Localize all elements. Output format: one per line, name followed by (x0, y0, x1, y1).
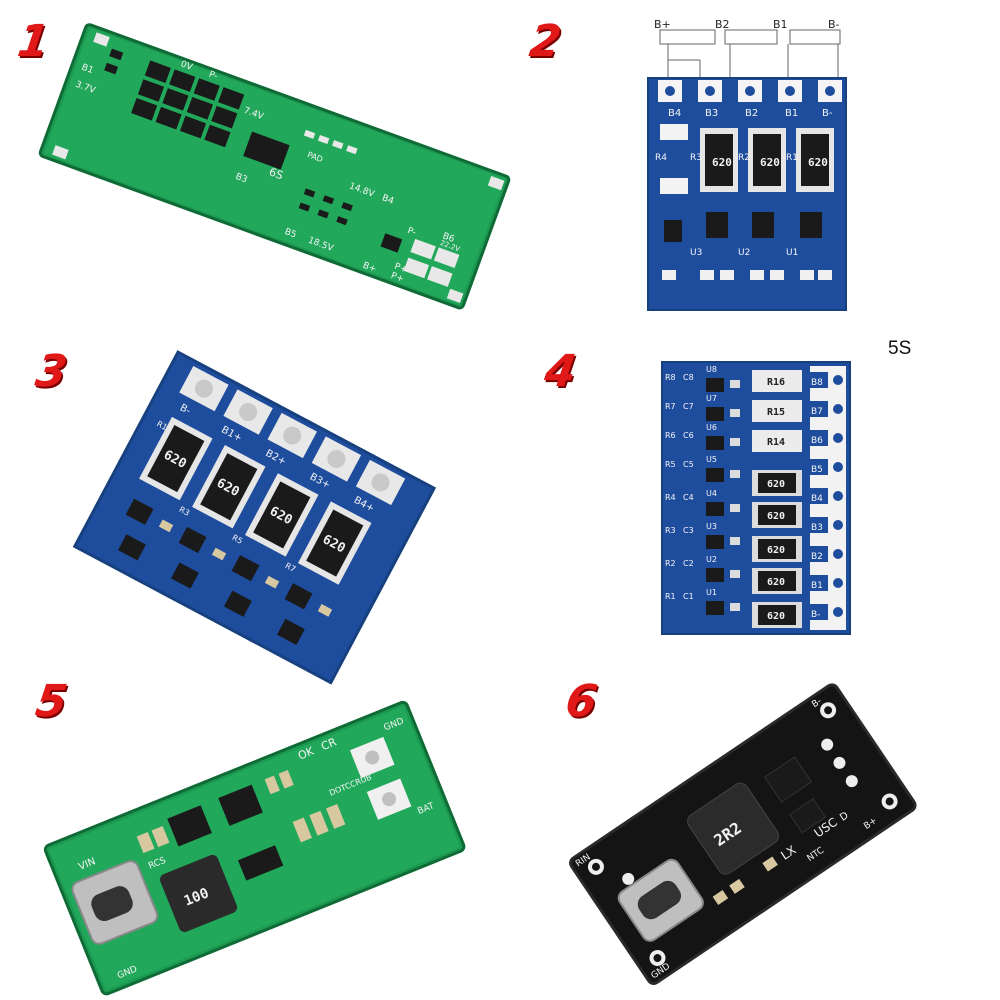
board-4-chip-label: U7 (706, 394, 717, 403)
board-4-cap-label: C1 (683, 592, 694, 601)
board-2-diagram-label: B1 (773, 18, 788, 31)
board-4-pin: B6 (811, 436, 823, 446)
board-4-resistor-code: R14 (767, 437, 785, 448)
board-4-resistor-code: 620 (767, 479, 785, 490)
board-1-text: B1 (80, 63, 95, 76)
board-4-label: R8 (665, 373, 676, 382)
board-4-chip-label: U1 (706, 588, 717, 597)
board-4-chip-label: U6 (706, 423, 717, 432)
board-4-cap-label: C7 (683, 402, 694, 411)
board-1-text: P+ (389, 271, 405, 285)
board-4-pin: B8 (811, 378, 823, 388)
board-5-label: OK (296, 744, 316, 762)
board-4-chip-label: U4 (706, 489, 717, 498)
board-2-pin: B2 (745, 108, 758, 119)
board-1-text: B6 (441, 231, 456, 245)
board-2-label: U3 (690, 248, 702, 258)
board-4-pin: B4 (811, 494, 823, 504)
board-4-resistor-code: 620 (767, 511, 785, 522)
board-4-pin: B2 (811, 552, 823, 562)
board-5-label: CR (319, 735, 338, 753)
board-4-cap-label: C4 (683, 493, 694, 502)
board-4-resistor-code: 620 (767, 577, 785, 588)
board-4-cap-label: C3 (683, 526, 694, 535)
board-1-text: P+ (393, 262, 409, 276)
board-6-label: LX (778, 843, 798, 863)
board-2-resistor-code: 620 (760, 156, 780, 169)
board-4-cap-label: C2 (683, 559, 694, 568)
board-1-text: 6S (267, 165, 285, 182)
board-4-label: R6 (665, 431, 676, 440)
board-2-label: R1 (786, 153, 798, 163)
board-4-chip-label: U2 (706, 555, 717, 564)
board-3-label: R5 (231, 533, 245, 546)
board-4-resistor-code: R15 (767, 407, 785, 418)
board-4-label: R4 (665, 493, 676, 502)
board-4-pin: B- (811, 610, 820, 620)
board-3-label: R7 (284, 561, 298, 574)
board-2-pin: B3 (705, 108, 718, 119)
board-6-label: B- (810, 696, 823, 710)
board-2-diagram-label: B+ (654, 18, 671, 31)
board-2-label: R2 (738, 153, 750, 163)
board-2-label: U1 (786, 248, 798, 258)
board-4-chip-label: U8 (706, 365, 717, 374)
board-1-text: B+ (361, 261, 377, 275)
board-3-label: R3 (178, 505, 192, 518)
board-4-cap-label: C8 (683, 373, 694, 382)
board-1-text: 0V (179, 59, 194, 73)
board-4-pin: B7 (811, 407, 823, 417)
board-4-cap-label: C6 (683, 431, 694, 440)
board-4-cap-label: C5 (683, 460, 694, 469)
board-1-text: B5 (283, 227, 298, 240)
board-4-label: R5 (665, 460, 676, 469)
board-4-resistor-code: 620 (767, 611, 785, 622)
board-4-resistor-code: R16 (767, 377, 785, 388)
label-5s: 5S (888, 338, 912, 359)
board-4-label: R2 (665, 559, 676, 568)
board-4-resistor-code: 620 (767, 545, 785, 556)
board-2-resistor-code: 620 (808, 156, 828, 169)
board-4-label: R3 (665, 526, 676, 535)
board-4-pin: B5 (811, 465, 823, 475)
board-3-label: R1 (155, 419, 169, 432)
board-4-chip-label: U3 (706, 522, 717, 531)
board-4-pin: B3 (811, 523, 823, 533)
board-1-text: B3 (234, 172, 249, 185)
board-2-label: U2 (738, 248, 750, 258)
board-2-pin: B1 (785, 108, 798, 119)
board-2-label: R3 (690, 153, 702, 163)
board-2-resistor-code: 620 (712, 156, 732, 169)
board-2-diagram-label: B- (828, 18, 840, 31)
board-2-pin: B- (822, 108, 833, 119)
board-4-label: R7 (665, 402, 676, 411)
board-1-text: P- (207, 70, 218, 82)
board-1-text: P- (406, 226, 417, 238)
board-1-text: B4 (380, 193, 395, 207)
board-3-pin: B- (178, 402, 193, 417)
board-4-label: R1 (665, 592, 676, 601)
board-2-label: R4 (655, 153, 667, 163)
board-2-pin: B4 (668, 108, 681, 119)
board-2-diagram-label: B2 (715, 18, 730, 31)
board-4-pin: B1 (811, 581, 823, 591)
board-4-chip-label: U5 (706, 455, 717, 464)
